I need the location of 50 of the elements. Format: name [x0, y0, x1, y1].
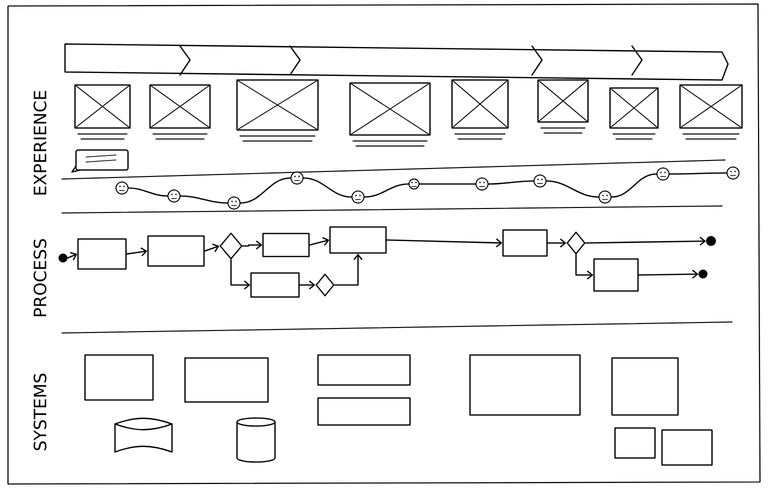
arrow [638, 270, 698, 279]
face-icon [352, 190, 364, 204]
arrow [299, 280, 316, 290]
curve-line [364, 183, 410, 198]
process-box [593, 258, 639, 292]
arrow [66, 252, 78, 260]
curve-line [488, 180, 534, 185]
curve-line [610, 173, 658, 198]
face-icon [228, 196, 240, 210]
face-icon [168, 190, 180, 202]
face-icon [534, 174, 546, 188]
arrow [585, 236, 706, 246]
curve-line [546, 180, 600, 198]
arrow [386, 238, 502, 248]
arrow [242, 240, 262, 250]
arrow [126, 247, 148, 256]
arrow [547, 238, 566, 248]
process-box [329, 226, 387, 254]
face-icon [598, 190, 612, 204]
decision-diamond [566, 232, 586, 254]
face-icon [290, 172, 304, 184]
process-box [147, 235, 205, 267]
curve-line [302, 177, 352, 198]
face-icon [116, 182, 128, 194]
lane-label: PROCESS [34, 239, 46, 316]
process-box [250, 272, 300, 298]
lane-label: EXPERIENCE [34, 90, 46, 194]
arrow [204, 244, 220, 252]
arrow [309, 237, 330, 246]
face-icon [726, 166, 740, 180]
process-box [262, 232, 310, 258]
curve-line [240, 177, 292, 204]
process-box [77, 238, 127, 270]
end-dot [706, 236, 716, 246]
face-icon [408, 178, 420, 190]
lane-label: SYSTEMS [34, 374, 46, 450]
face-icon [476, 178, 488, 190]
curve-line [418, 183, 476, 185]
curve-line [180, 195, 228, 204]
curve-line [128, 187, 168, 197]
end-dot [58, 254, 68, 262]
curve-line [668, 172, 728, 175]
decision-diamond [220, 232, 242, 260]
decision-diamond [316, 274, 334, 296]
process-box [502, 229, 548, 257]
arrow [334, 254, 363, 286]
arrow [230, 259, 250, 290]
face-icon [656, 168, 670, 180]
end-dot [698, 270, 708, 278]
arrow [575, 254, 594, 280]
